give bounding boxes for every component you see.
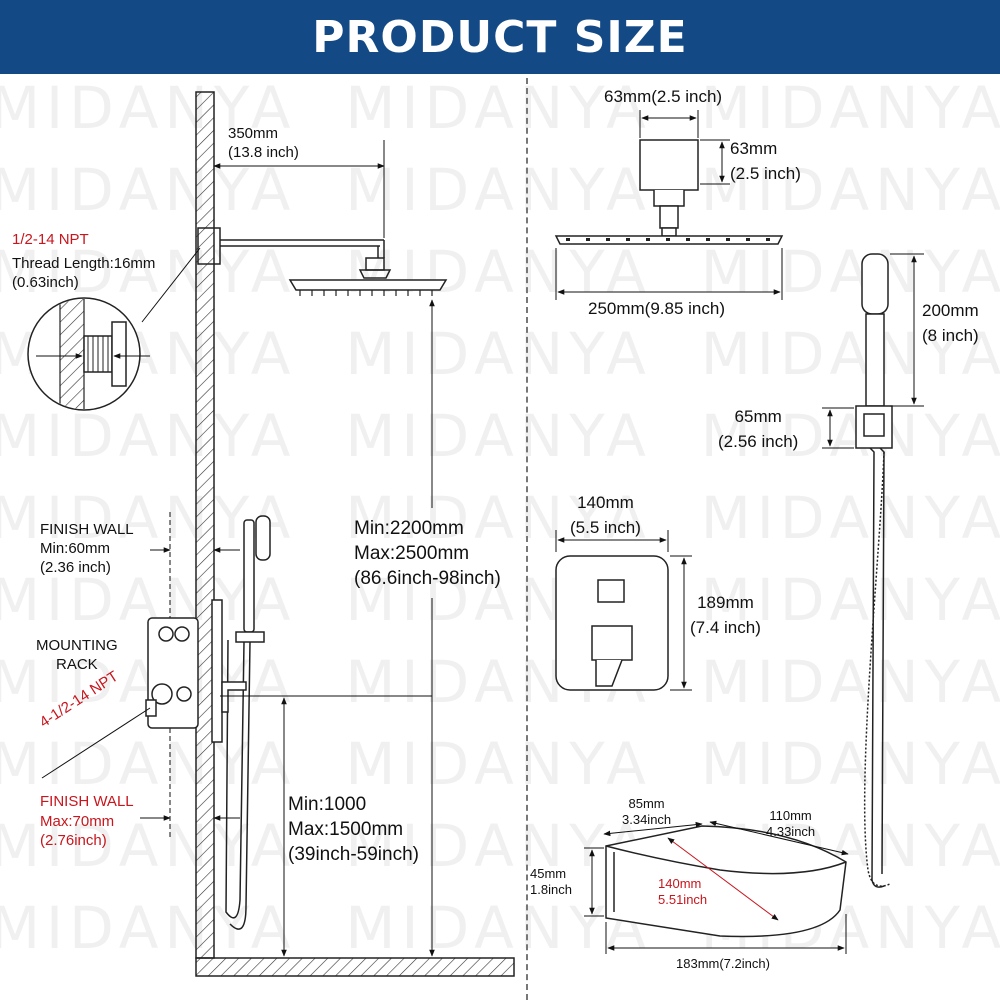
trim-dimensions xyxy=(555,530,692,691)
title-banner: PRODUCT SIZE xyxy=(0,0,1000,74)
mounting-rack xyxy=(145,599,247,743)
spout-diagonal-label: 140mm 5.51inch xyxy=(658,876,708,907)
arm-base-height-label: 63mm (2.5 inch) xyxy=(730,139,801,183)
thread-detail xyxy=(27,247,201,411)
shower-head-width-dimension xyxy=(555,248,783,300)
hand-shower-length-label: 200mm (8 inch) xyxy=(922,301,979,345)
holder-dimension xyxy=(822,407,854,449)
spout-height-label: 45mm 1.8inch xyxy=(530,866,572,897)
mounting-rack-label: MOUNTING RACK xyxy=(36,637,118,673)
thread-length-label: Thread Length:16mm (0.63inch) xyxy=(12,255,156,291)
arm-base-dimensions xyxy=(639,110,730,185)
arm-length-label: 350mm (13.8 inch) xyxy=(228,125,299,161)
right-shower-head xyxy=(554,235,784,245)
arm-base xyxy=(639,139,699,237)
valve-height-dimension xyxy=(220,695,432,957)
page-title: PRODUCT SIZE xyxy=(312,11,688,63)
arm-base-width-label: 63mm(2.5 inch) xyxy=(604,87,723,106)
panel-divider xyxy=(526,78,528,1000)
hand-shower xyxy=(225,515,271,930)
arm-length-dimension xyxy=(213,140,385,238)
finish-wall-2-title: FINISH WALL xyxy=(40,793,134,810)
trim-height-label: 189mm (7.4 inch) xyxy=(690,593,761,637)
right-hand-shower xyxy=(855,253,893,888)
spout-length-label: 183mm(7.2inch) xyxy=(676,956,770,971)
trim-width-label: 140mm (5.5 inch) xyxy=(570,493,641,537)
shower-height-label: Min:2200mm Max:2500mm (86.6inch-98inch) xyxy=(354,518,501,589)
holder-size-label: 65mm (2.56 inch) xyxy=(718,407,799,451)
spout-dimensions xyxy=(584,820,849,954)
valve-height-label: Min:1000 Max:1500mm (39inch-59inch) xyxy=(288,794,419,865)
shower-head-width-label: 250mm(9.85 inch) xyxy=(588,299,726,318)
rain-shower-head xyxy=(288,279,448,296)
finish-wall-1-label: FINISH WALL Min:60mm (2.36 inch) xyxy=(40,521,134,576)
spout-depth-label: 85mm 3.34inch xyxy=(622,796,672,827)
npt-label: 1/2-14 NPT xyxy=(12,231,89,248)
hand-shower-length-dimension xyxy=(890,253,924,407)
wall xyxy=(195,91,515,977)
spout-back-label: 110mm 4.33inch xyxy=(766,808,816,839)
valve-trim-plate xyxy=(555,555,669,691)
finish-wall-2-values: Max:70mm (2.76inch) xyxy=(40,813,115,849)
shower-arm xyxy=(197,227,392,279)
inlet-leader xyxy=(41,707,151,779)
